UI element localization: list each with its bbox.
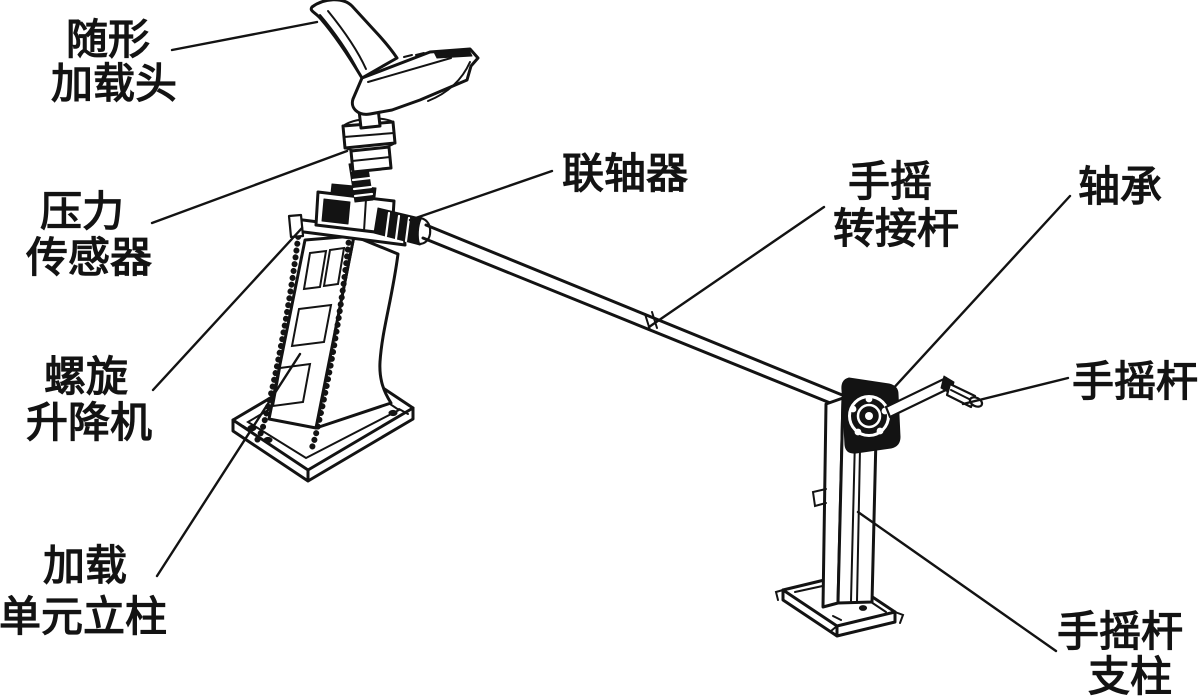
column-side-face — [314, 234, 400, 430]
hand-crank-adapter-rod — [421, 223, 854, 413]
leader-screw-jack — [151, 226, 304, 392]
crank-grip-line — [950, 389, 972, 401]
label-loading-unit-column-line-2: 单元立柱 — [0, 594, 167, 641]
label-bearing: 轴承 — [1078, 164, 1162, 211]
bearing-bolt-3 — [876, 427, 884, 435]
seat-pan-crease — [367, 57, 471, 102]
jack-gear-block — [321, 198, 351, 225]
shaft-lower-line — [421, 236, 852, 413]
bearing-inner-ring — [856, 403, 882, 429]
leader-loading-head — [170, 20, 319, 52]
jack-chains — [251, 226, 353, 454]
left-base-bolt-3 — [388, 409, 398, 417]
leader-coupling — [408, 169, 554, 222]
label-screw-jack-line-2: 升降机 — [26, 400, 152, 447]
label-crank-adapter-rod-line-1: 手摇 — [848, 159, 932, 206]
loading-head — [309, 0, 480, 130]
column-cutout-1b — [322, 246, 346, 288]
chain-right — [308, 226, 353, 454]
label-crank-column-line-2: 支柱 — [1088, 654, 1172, 696]
seat-armrest-ticks — [403, 52, 425, 58]
sensor-disc-lower-rim — [351, 156, 391, 162]
seat-armrest — [433, 49, 473, 59]
leader-crank-lever — [961, 376, 1070, 406]
hand-crank-lever — [884, 375, 984, 419]
seat-backrest-bands — [319, 10, 367, 74]
label-loading-head-line-2: 加载头 — [51, 61, 177, 108]
shaft-upper-line — [424, 223, 854, 401]
label-pressure-sensor-line-1: 压力 — [40, 189, 124, 236]
left-base-skirt — [231, 406, 415, 483]
pressure-sensor — [341, 117, 397, 174]
leader-bearing — [888, 194, 1072, 394]
leader-pressure-sensor — [150, 149, 349, 225]
label-crank-lever: 手摇杆 — [1072, 359, 1198, 406]
right-column-notch — [811, 488, 827, 508]
right-base-bolt-2 — [832, 615, 842, 621]
label-screw-jack-line-1: 螺旋 — [44, 354, 128, 401]
left-base-bolt-2 — [263, 436, 273, 444]
bearing-bolt-5 — [849, 405, 857, 413]
bearing-bolt-4 — [854, 428, 862, 436]
column-cutout-1a — [302, 249, 328, 291]
seat-pan — [350, 47, 480, 116]
label-crank-column-line-1: 手摇杆 — [1057, 609, 1183, 656]
label-pressure-sensor-line-2: 传感器 — [25, 235, 153, 282]
labels: 随形 加载头 压力 传感器 螺旋 升降机 加载 单元立柱 联轴器 手摇 转接杆 … — [0, 17, 1198, 696]
label-coupling: 联轴器 — [562, 151, 689, 198]
right-base-skirt — [781, 588, 897, 638]
jack-housing-seam — [363, 198, 367, 232]
bearing-bolt-1 — [865, 395, 873, 403]
leader-crank-adapter-rod — [647, 205, 826, 329]
right-base-tabs — [774, 589, 905, 632]
label-loading-unit-column-line-1: 加载 — [43, 543, 127, 590]
leader-crank-column — [856, 510, 1058, 653]
right-base-bolt-1 — [858, 605, 868, 611]
label-loading-head-line-1: 随形 — [66, 17, 150, 64]
leader-loading-unit-column — [155, 352, 302, 578]
seat-backrest — [309, 0, 399, 80]
coupling-ridges — [384, 211, 411, 243]
chain-left — [251, 227, 302, 447]
column-cutout-2 — [290, 303, 333, 348]
label-crank-adapter-rod-line-2: 转接杆 — [833, 206, 959, 253]
leader-lines — [150, 20, 1072, 653]
bearing-center — [865, 412, 873, 420]
loading-unit-column — [267, 234, 400, 430]
